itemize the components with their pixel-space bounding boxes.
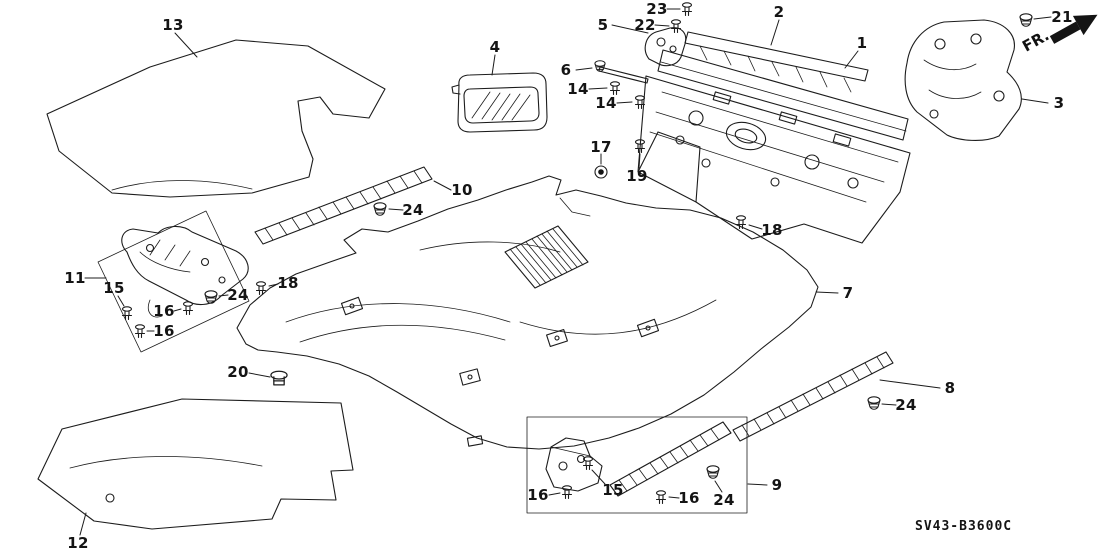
screw-icon xyxy=(204,290,218,304)
screw-icon xyxy=(706,465,720,479)
screw-icon xyxy=(867,396,881,410)
fr-label: FR. xyxy=(1019,26,1052,55)
diagram-code: SV43-B3600C xyxy=(915,519,1013,534)
grommet-icon xyxy=(594,165,608,179)
insulator-panel xyxy=(904,19,1022,141)
screw-icon xyxy=(594,60,606,72)
clip-icon xyxy=(182,301,194,316)
clip-icon xyxy=(609,81,621,96)
side-sill-garnish-right xyxy=(732,351,894,442)
support-rod xyxy=(598,66,649,84)
clip-icon xyxy=(670,19,682,34)
fasteners xyxy=(121,2,1033,505)
fr-direction: FR. xyxy=(1019,14,1098,55)
leader-lines xyxy=(79,8,1052,536)
floor-carpet xyxy=(236,175,819,450)
screw-icon xyxy=(373,202,387,216)
screw-icon xyxy=(1019,13,1033,27)
clip-icon xyxy=(655,490,667,505)
rear-bulkhead-panel xyxy=(637,31,911,244)
rear-floor-mat xyxy=(37,398,354,530)
clip-icon xyxy=(121,306,133,321)
hinge-bracket xyxy=(644,27,687,67)
artwork-root: FR. xyxy=(37,2,1098,536)
side-bracket-group xyxy=(97,210,250,353)
plug-icon xyxy=(270,370,288,386)
storage-tray xyxy=(451,72,548,133)
clip-icon xyxy=(561,485,573,500)
fr-arrow-icon xyxy=(1049,14,1098,44)
rear-bracket-group xyxy=(526,416,748,514)
clip-icon xyxy=(134,324,146,339)
clip-icon xyxy=(681,2,693,17)
side-sill-garnish-left xyxy=(254,166,433,245)
front-floor-mat xyxy=(46,39,386,198)
